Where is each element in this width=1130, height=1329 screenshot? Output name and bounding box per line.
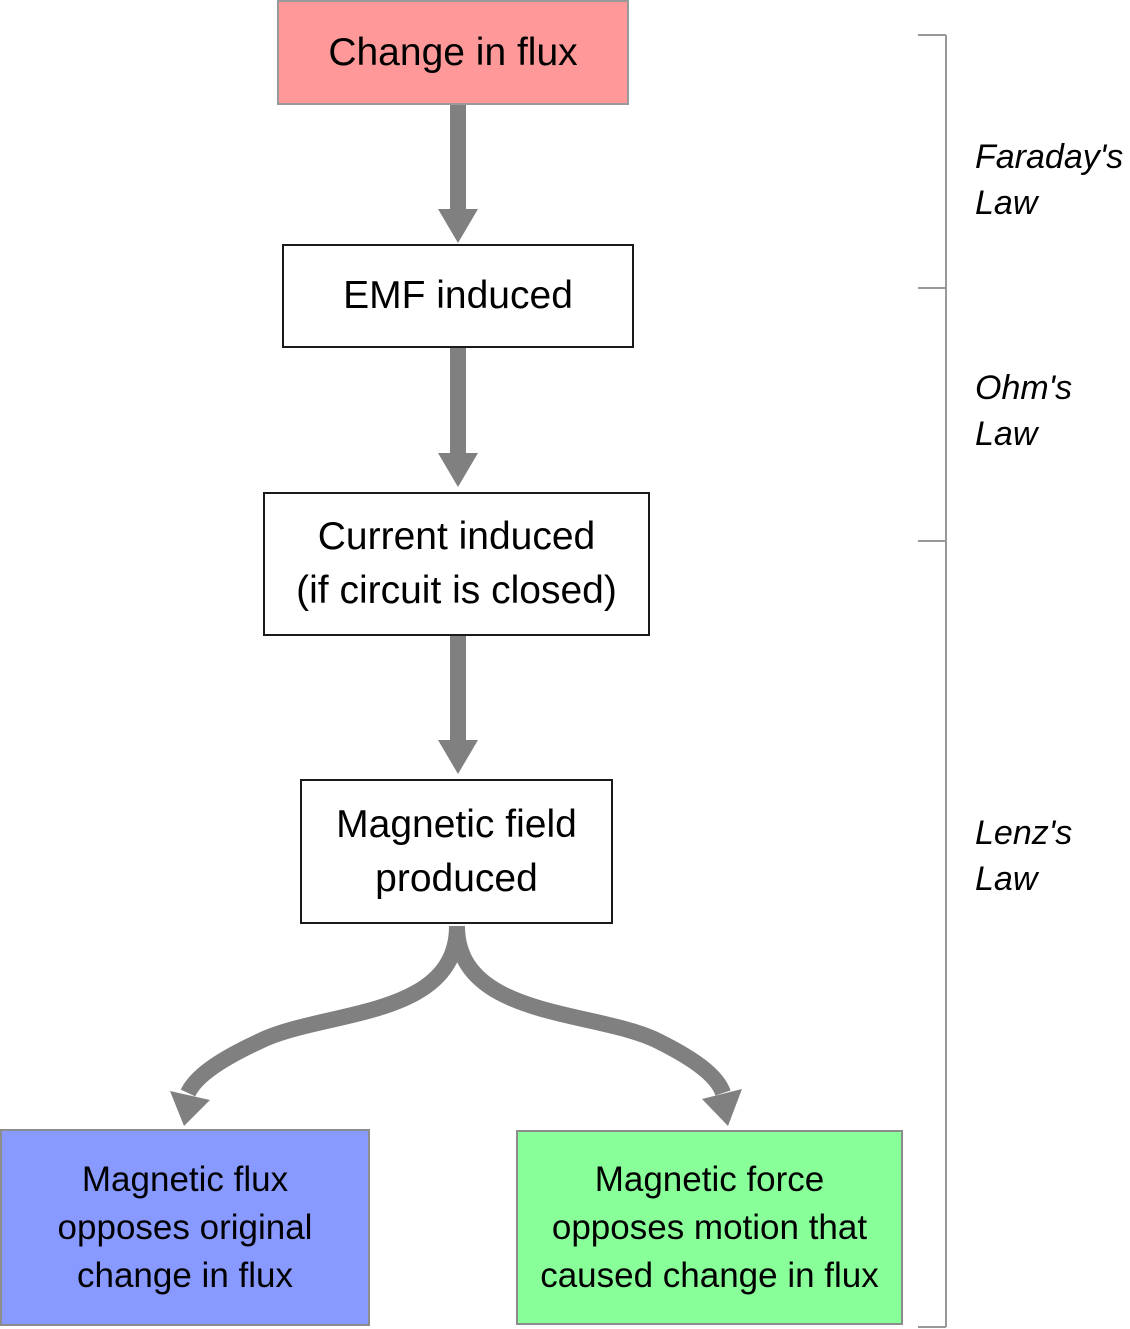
node-label: Magnetic field	[336, 802, 577, 846]
law-suffix: Law	[975, 184, 1038, 222]
node-label: caused change in flux	[540, 1255, 879, 1295]
node-change-in-flux: Change in flux	[277, 0, 629, 105]
law-bracket	[918, 34, 947, 1328]
arrow-flux-to-emf	[438, 105, 478, 243]
arrow-emf-to-current	[438, 348, 478, 487]
node-label: EMF induced	[343, 274, 573, 317]
law-label-lenz: Lenz's Law	[975, 810, 1072, 902]
node-current-induced: Current induced (if circuit is closed)	[263, 492, 650, 636]
arrow-field-to-flux-opposes	[170, 925, 465, 1126]
node-label: change in flux	[77, 1255, 293, 1295]
node-flux-opposes: Magnetic flux opposes original change in…	[0, 1129, 370, 1326]
node-label: Current induced	[317, 515, 596, 558]
law-suffix: Law	[975, 415, 1038, 453]
law-name: Ohm's	[975, 369, 1073, 407]
node-label: Magnetic force	[594, 1159, 825, 1199]
node-label: Magnetic flux	[81, 1159, 289, 1199]
node-force-opposes: Magnetic force opposes motion that cause…	[516, 1130, 903, 1325]
law-name: Lenz's	[975, 814, 1073, 852]
arrow-current-to-field	[438, 636, 478, 774]
node-label: (if circuit is closed)	[296, 569, 617, 612]
node-label: opposes original	[57, 1207, 313, 1247]
node-magnetic-field: Magnetic field produced	[300, 779, 613, 924]
law-label-ohm: Ohm's Law	[975, 365, 1072, 457]
node-emf-induced: EMF induced	[282, 244, 634, 348]
node-label: produced	[375, 856, 538, 900]
law-label-faraday: Faraday's Law	[975, 134, 1123, 226]
law-suffix: Law	[975, 860, 1038, 898]
node-label: opposes motion that	[551, 1207, 868, 1247]
node-label: Change in flux	[328, 30, 578, 74]
arrow-field-to-force-opposes	[449, 925, 742, 1126]
law-name: Faraday's	[975, 138, 1124, 176]
